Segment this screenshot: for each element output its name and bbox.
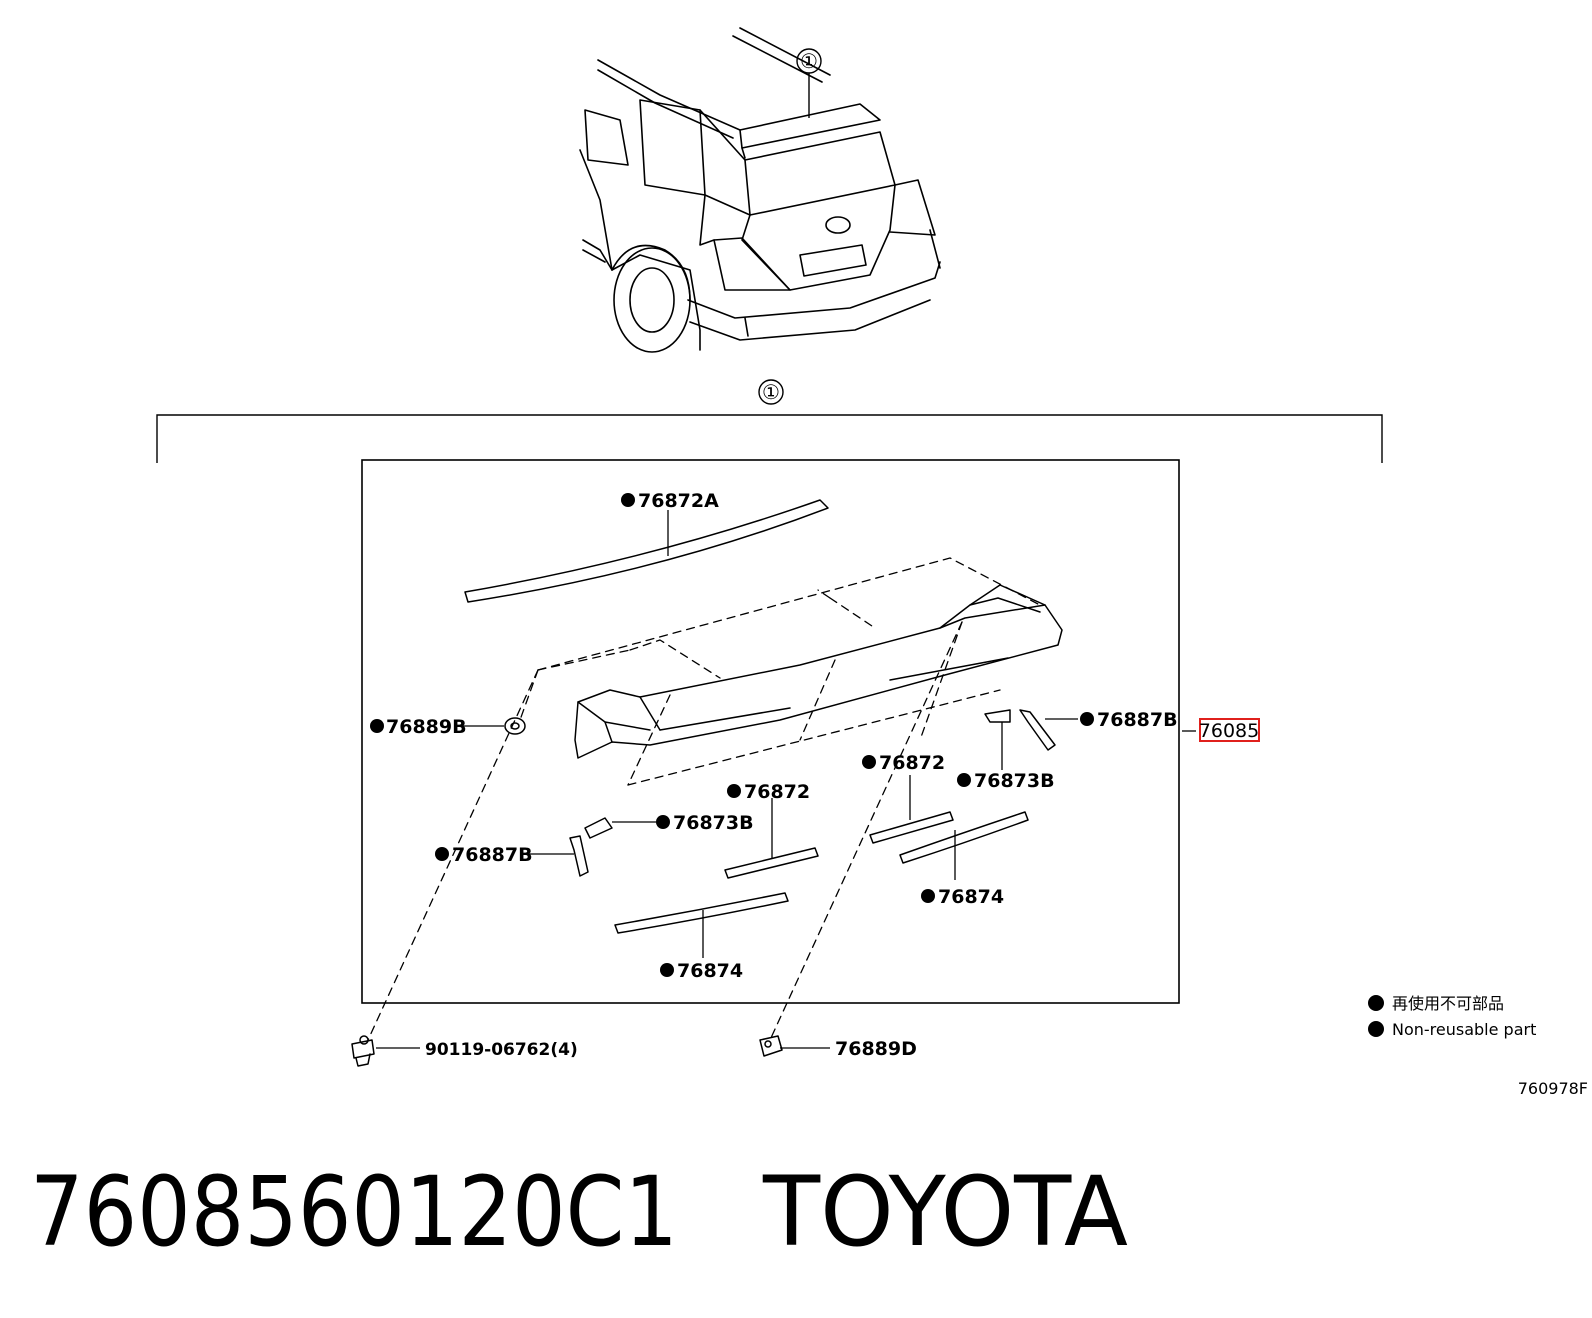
- label-76889d[interactable]: 76889D: [835, 1038, 917, 1060]
- footer-part-number: 7608560120C1: [30, 1156, 678, 1268]
- highlight-box: [1199, 718, 1260, 742]
- strip-76874-right: [899, 811, 1029, 864]
- clip-76889b: [504, 717, 526, 735]
- label-76872-left[interactable]: 76872: [744, 781, 810, 803]
- parts-drawing: [351, 499, 1063, 1067]
- footer-brand: TOYOTA: [762, 1156, 1128, 1268]
- assembly-frame: [361, 459, 1180, 1004]
- bracket-76887b-right: [1019, 709, 1056, 751]
- fastener-76889d: [759, 1035, 783, 1057]
- label-76872a[interactable]: 76872A: [638, 490, 719, 512]
- vehicle-illustration: [579, 27, 941, 353]
- label-76874-right[interactable]: 76874: [938, 886, 1004, 908]
- callout-one-bracket: ①: [758, 379, 784, 405]
- label-76889b[interactable]: 76889B: [386, 716, 467, 738]
- bracket-76887b-left: [569, 835, 589, 877]
- bracket-76873b-right: [984, 709, 1011, 723]
- label-76873b-left[interactable]: 76873B: [673, 812, 754, 834]
- part-labels: 76872A 76889B 76887B 76873B 76872 76872 …: [370, 490, 1260, 1060]
- label-76887b-left[interactable]: 76887B: [452, 844, 533, 866]
- legend: 再使用不可部品 Non-reusable part: [1368, 994, 1536, 1039]
- spoiler-body: [574, 584, 1063, 759]
- legend-japanese: 再使用不可部品: [1392, 994, 1504, 1013]
- figure-ref: 760978F: [1518, 1079, 1588, 1098]
- callout-one-top: ①: [796, 48, 822, 118]
- callout-one-top-label: ①: [800, 49, 818, 73]
- strip-76872-left: [724, 847, 819, 879]
- label-76874-left[interactable]: 76874: [677, 960, 743, 982]
- legend-english: Non-reusable part: [1392, 1020, 1536, 1039]
- label-highlighted-part[interactable]: 76085: [1199, 720, 1259, 742]
- assembly-bracket: [156, 414, 1383, 463]
- bracket-76873b-left: [584, 817, 613, 839]
- leader-lines: [376, 510, 1196, 1049]
- strip-76874-left: [614, 892, 789, 934]
- callout-one-bracket-label: ①: [762, 380, 780, 404]
- label-76872-right[interactable]: 76872: [879, 752, 945, 774]
- label-90119[interactable]: 90119-06762(4): [425, 1040, 578, 1060]
- label-76873b-right[interactable]: 76873B: [974, 770, 1055, 792]
- strip-76872-right: [869, 811, 954, 844]
- label-76887b-right[interactable]: 76887B: [1097, 709, 1178, 731]
- fastener-90119: [351, 1035, 375, 1067]
- strip-76872a: [464, 499, 829, 603]
